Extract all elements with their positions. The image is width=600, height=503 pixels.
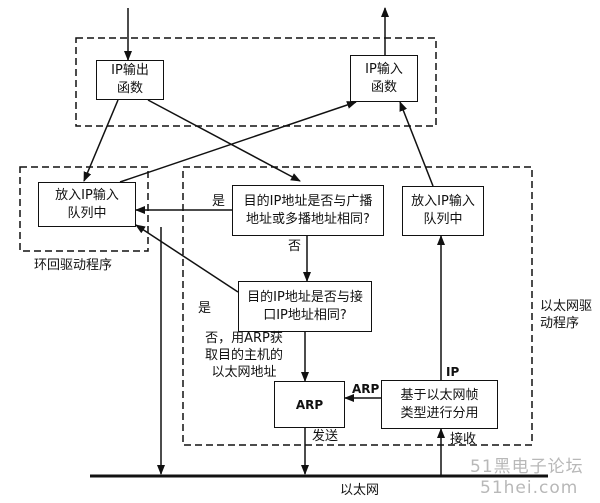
arp-box: ARP xyxy=(274,381,345,428)
no-label-broadcast: 否 xyxy=(288,239,302,254)
loopback-driver-dashed-frame xyxy=(19,166,149,252)
ethernet-driver-dashed-frame xyxy=(182,166,533,446)
arp-edge-label: ARP xyxy=(352,382,380,396)
arrow-eth-queue-to-ip-input xyxy=(399,101,434,187)
ethernet-driver-label: 以太网驱 动程序 xyxy=(540,299,593,331)
receive-label: 接收 xyxy=(450,432,477,447)
ethertype-demux-box: 基于以太网帧 类型进行分用 xyxy=(381,380,498,429)
ip-edge-label: IP xyxy=(446,365,460,379)
arrow-ip-output-to-broadcast-check xyxy=(147,99,301,182)
ethernet-label: 以太网 xyxy=(340,483,380,498)
arrow-ip-output-to-loopback-queue xyxy=(83,99,119,182)
interface-check-box: 目的IP地址是否与接 口IP地址相同? xyxy=(238,281,372,332)
watermark-site-text: 51hei.com xyxy=(480,478,579,498)
ip-output-function-box: IP输出 函数 xyxy=(96,60,164,100)
no-use-arp-label: 否，用ARP获 取目的主机的 以太网地址 xyxy=(205,331,284,380)
ip-input-function-box: IP输入 函数 xyxy=(350,55,418,102)
arrow-interface-yes-to-loopback-queue xyxy=(135,224,239,293)
loopback-queue-box: 放入IP输入 队列中 xyxy=(38,182,136,227)
broadcast-check-box: 目的IP地址是否与广播 地址或多播地址相同? xyxy=(232,185,384,236)
loopback-driver-label: 环回驱动程序 xyxy=(34,258,113,273)
yes-label-interface: 是 xyxy=(198,301,212,316)
yes-label-broadcast: 是 xyxy=(212,194,226,209)
arrow-loopback-queue-to-ip-input xyxy=(119,101,357,183)
ethernet-queue-box: 放入IP输入 队列中 xyxy=(402,186,484,236)
watermark-forum-text: 51黑电子论坛 xyxy=(470,457,584,477)
ip-layer-dashed-frame xyxy=(75,37,437,127)
send-label: 发送 xyxy=(312,429,339,444)
